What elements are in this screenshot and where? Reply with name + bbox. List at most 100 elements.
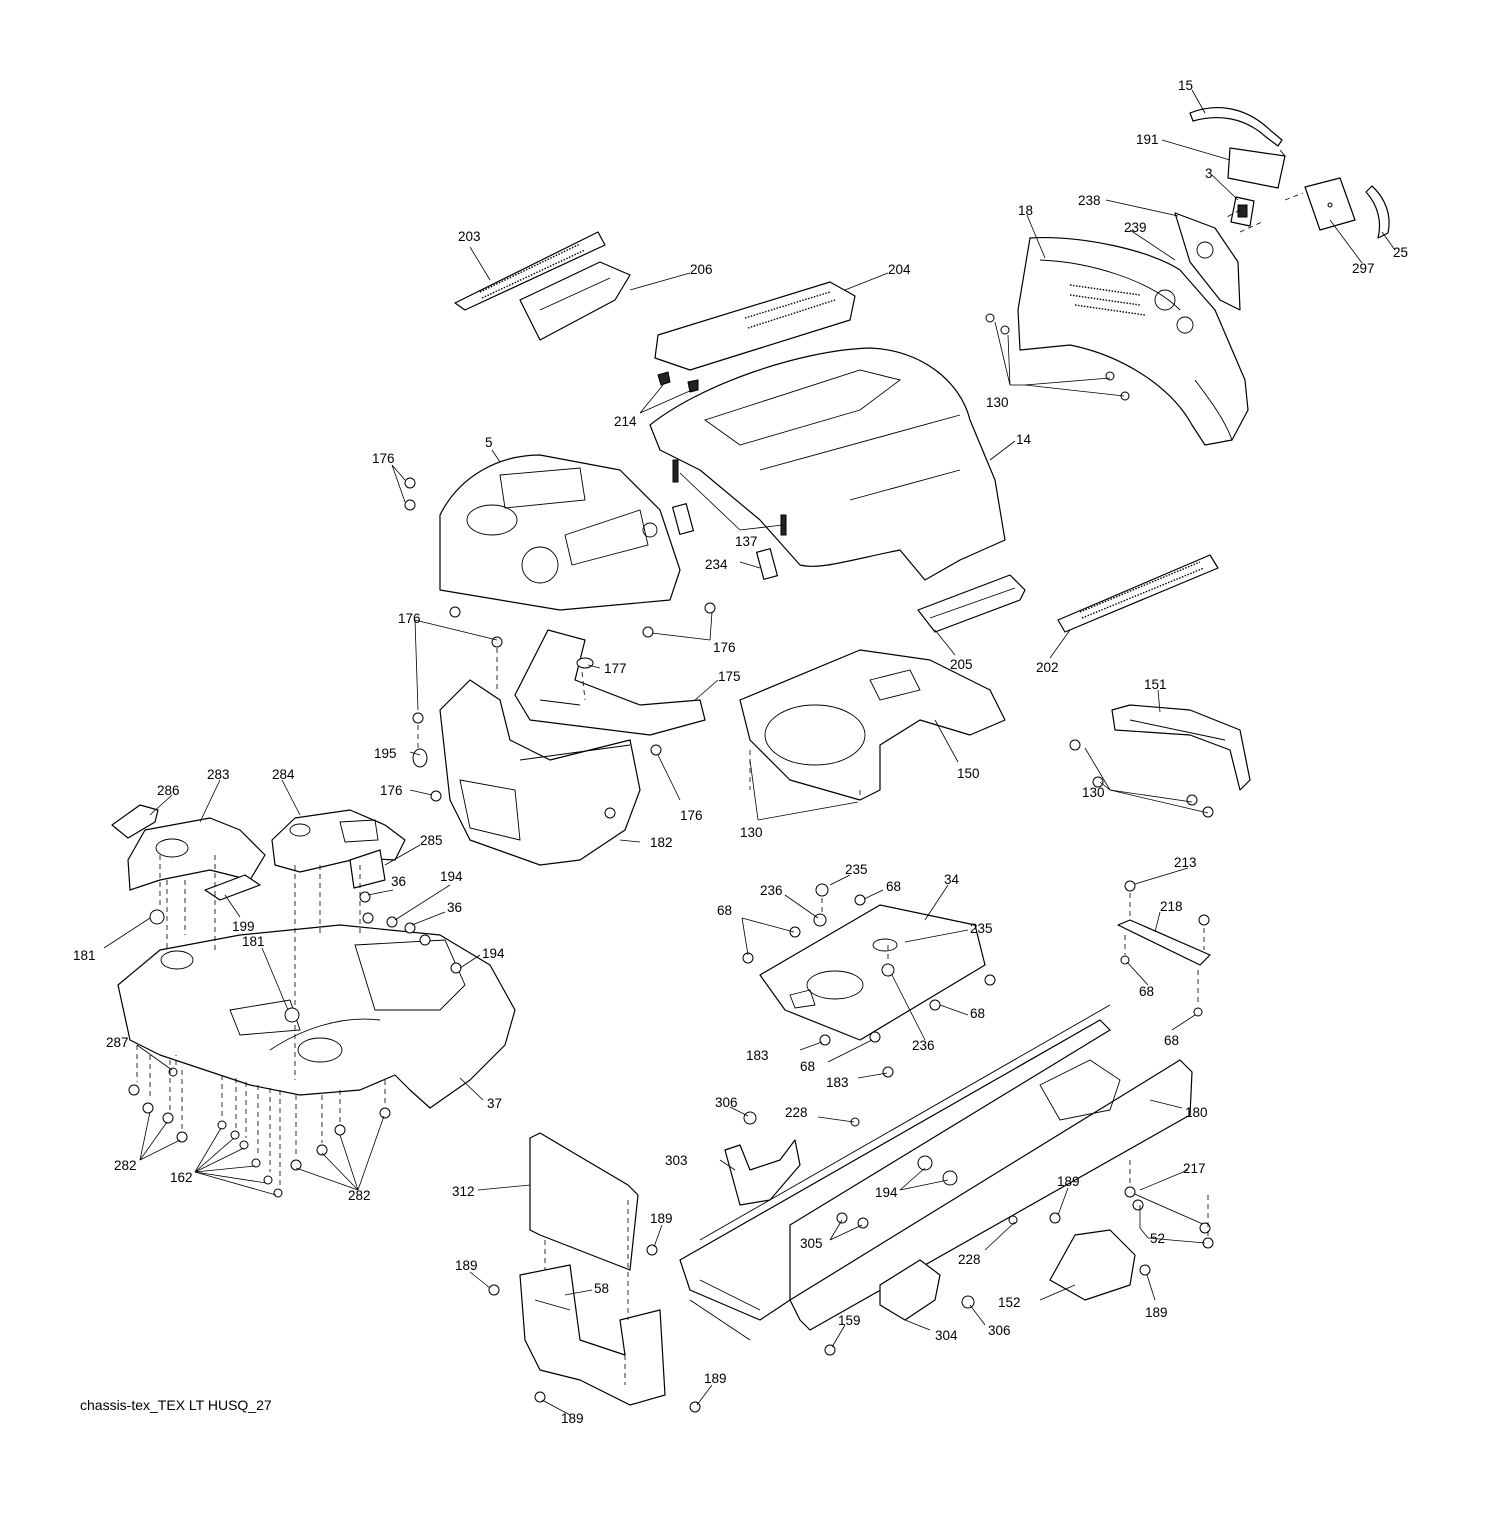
label-305: 305 <box>800 1236 823 1251</box>
label-175: 175 <box>718 669 741 684</box>
label-297: 297 <box>1352 261 1375 276</box>
part-218-plate <box>1117 919 1211 966</box>
label-214: 214 <box>614 414 637 429</box>
label-151: 151 <box>1144 677 1167 692</box>
part-152-bracket <box>1049 1229 1136 1301</box>
label-191: 191 <box>1136 132 1159 147</box>
label-287: 287 <box>106 1035 129 1050</box>
label-58: 58 <box>594 1281 609 1296</box>
label-189-e: 189 <box>704 1371 727 1386</box>
part-5-dash <box>439 454 681 611</box>
part-151-bracket <box>1111 704 1251 791</box>
label-228-b: 228 <box>958 1252 981 1267</box>
label-176-e: 176 <box>680 808 703 823</box>
label-236-a: 236 <box>760 883 783 898</box>
label-194-b: 194 <box>482 946 505 961</box>
label-36-a: 36 <box>391 874 406 889</box>
label-176-c: 176 <box>398 611 421 626</box>
part-304-bracket <box>879 1259 941 1321</box>
label-176-d: 176 <box>380 783 403 798</box>
part-214-clips <box>657 371 699 393</box>
part-182-console <box>439 679 641 866</box>
part-217-rod <box>1124 1186 1214 1249</box>
label-286: 286 <box>157 783 180 798</box>
label-205: 205 <box>950 657 973 672</box>
fasteners <box>128 313 1214 1413</box>
label-283: 283 <box>207 767 230 782</box>
label-285: 285 <box>420 833 443 848</box>
label-34: 34 <box>944 872 960 887</box>
label-218: 218 <box>1160 899 1183 914</box>
part-137-234-pads <box>672 459 787 580</box>
label-180: 180 <box>1185 1105 1208 1120</box>
label-5: 5 <box>485 435 493 450</box>
diagram-caption: chassis-tex_TEX LT HUSQ_27 <box>80 1397 272 1413</box>
part-3-latch <box>1230 196 1255 227</box>
label-189-c: 189 <box>455 1258 478 1273</box>
label-213: 213 <box>1174 855 1197 870</box>
label-130-right: 130 <box>1082 785 1105 800</box>
part-18-front-hood <box>1017 237 1249 446</box>
label-181-a: 181 <box>73 948 96 963</box>
part-285-trim <box>349 849 386 889</box>
part-199-decal <box>204 874 261 901</box>
assembly-lines <box>136 192 1304 1385</box>
label-304: 304 <box>935 1328 958 1343</box>
label-130-mid: 130 <box>740 825 763 840</box>
part-25-clip <box>1365 185 1390 239</box>
label-189-a: 189 <box>650 1211 673 1226</box>
label-14: 14 <box>1016 432 1032 447</box>
callout-labels: 15 191 3 238 239 18 297 25 130 203 206 2… <box>73 78 1408 1426</box>
label-206: 206 <box>690 262 713 277</box>
part-202-grille <box>1057 554 1219 633</box>
label-236-b: 236 <box>912 1038 935 1053</box>
part-297-pad <box>1304 177 1356 231</box>
label-303: 303 <box>665 1153 688 1168</box>
label-183-a: 183 <box>746 1048 769 1063</box>
label-228-a: 228 <box>785 1105 808 1120</box>
part-286-bracket <box>111 804 159 839</box>
label-176-a: 176 <box>372 451 395 466</box>
label-306-a: 306 <box>715 1095 738 1110</box>
label-234: 234 <box>705 557 728 572</box>
part-203-grille <box>454 231 606 311</box>
part-34-seat-plate <box>759 904 986 1041</box>
label-68-c: 68 <box>1139 984 1154 999</box>
label-18: 18 <box>1018 203 1033 218</box>
label-181-b: 181 <box>242 934 265 949</box>
label-176-b: 176 <box>713 640 736 655</box>
part-14-hood <box>649 347 1006 581</box>
part-204-dash-cover <box>654 281 856 371</box>
part-191-pad <box>1227 147 1286 189</box>
label-202: 202 <box>1036 660 1059 675</box>
part-205-bracket <box>917 574 1026 633</box>
label-284: 284 <box>272 767 295 782</box>
label-25: 25 <box>1393 245 1408 260</box>
part-283-cover <box>127 817 266 891</box>
part-37-fender <box>117 924 516 1109</box>
label-194-c: 194 <box>875 1185 898 1200</box>
label-37: 37 <box>487 1096 502 1111</box>
label-182: 182 <box>650 835 673 850</box>
label-199: 199 <box>232 919 255 934</box>
label-3: 3 <box>1205 166 1213 181</box>
label-189-b: 189 <box>1057 1174 1080 1189</box>
label-162: 162 <box>170 1170 193 1185</box>
label-150: 150 <box>957 766 980 781</box>
part-150-tank-housing <box>739 649 1006 801</box>
label-159: 159 <box>838 1313 861 1328</box>
label-52: 52 <box>1150 1231 1165 1246</box>
label-68-b: 68 <box>717 903 732 918</box>
label-282-a: 282 <box>114 1158 137 1173</box>
label-152: 152 <box>998 1295 1021 1310</box>
part-175-bracket <box>514 629 706 736</box>
label-235-a: 235 <box>845 862 868 877</box>
label-68-f: 68 <box>800 1059 815 1074</box>
part-58-bracket <box>519 1264 666 1406</box>
label-137: 137 <box>735 534 758 549</box>
label-68-d: 68 <box>970 1006 985 1021</box>
label-306-b: 306 <box>988 1323 1011 1338</box>
part-303-bracket <box>724 1139 801 1206</box>
label-194-a: 194 <box>440 869 463 884</box>
label-195: 195 <box>374 746 397 761</box>
